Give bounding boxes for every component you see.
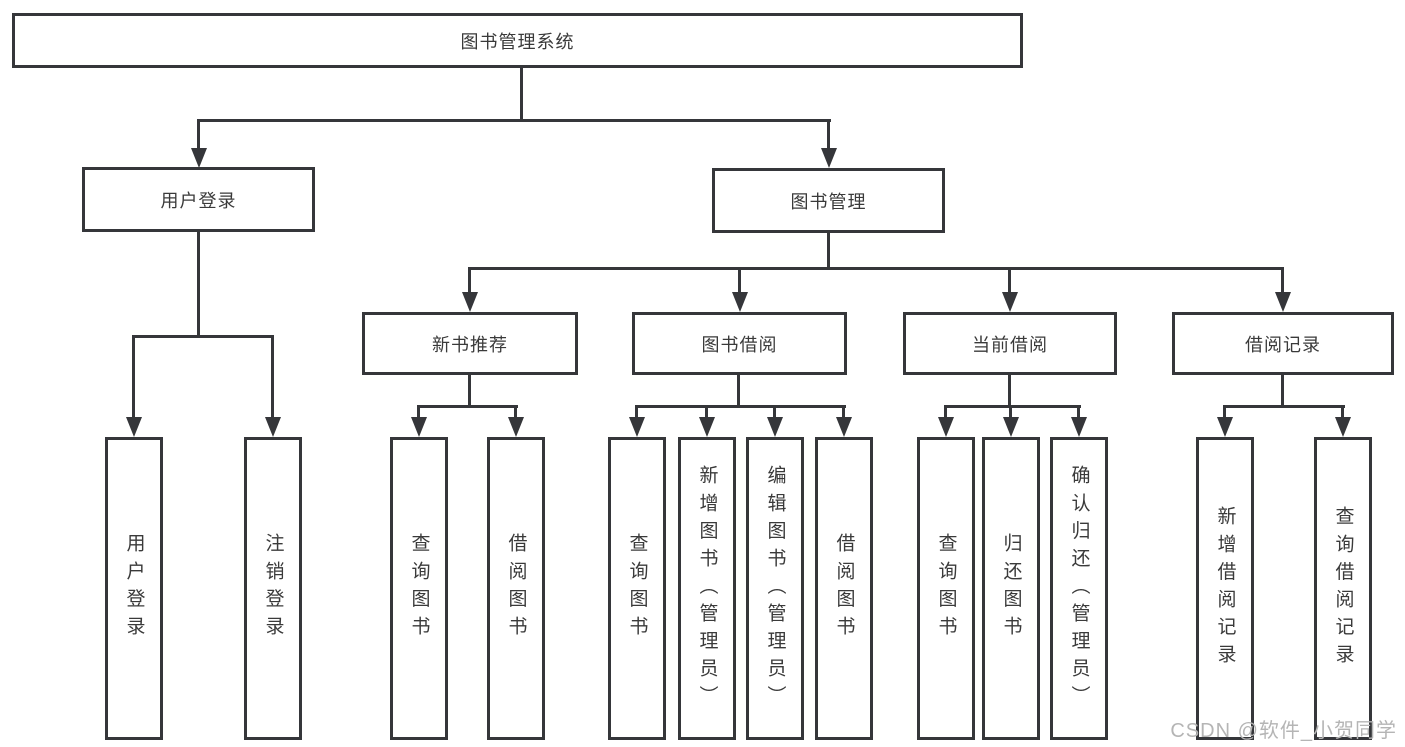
node-user-login: 用户登录 (82, 167, 315, 232)
arrowhead-book-mgmt (821, 148, 837, 168)
arrowhead-br-add (1217, 417, 1233, 437)
arrowhead-current (1002, 292, 1018, 312)
arrowhead-cb-query (938, 417, 954, 437)
node-user-login-label: 用户登录 (160, 190, 237, 211)
arrowhead-cb-confirm (1071, 417, 1087, 437)
connector-stub-br-query (1341, 405, 1344, 419)
connector-current-drop (1008, 375, 1011, 408)
arrowhead-bb-add (699, 417, 715, 437)
connector-stub-cb-return (1009, 405, 1012, 419)
leaf-cb-query-book: 查询图书 (917, 437, 975, 740)
node-book-mgmt-label: 图书管理 (790, 191, 867, 212)
leaf-cb-confirm-return-label: 确认归还（管理员） (1068, 464, 1090, 713)
leaf-user-login: 用户登录 (105, 437, 163, 740)
connector-stub-bb-borrow (842, 405, 845, 419)
connector-stub-borrow (738, 267, 741, 293)
connector-stub-leaf-login (132, 335, 135, 419)
connector-stub-br-add (1223, 405, 1226, 419)
leaf-logout: 注销登录 (244, 437, 302, 740)
connector-record-rail (1223, 405, 1345, 408)
leaf-bb-edit-book-label: 编辑图书（管理员） (764, 464, 786, 713)
arrowhead-leaf-login (126, 417, 142, 437)
leaf-bb-query-book-label: 查询图书 (626, 533, 648, 644)
leaf-bb-edit-book: 编辑图书（管理员） (746, 437, 804, 740)
node-new-book-rec-label: 新书推荐 (432, 334, 508, 355)
node-current-borrow: 当前借阅 (903, 312, 1117, 375)
node-new-book-rec: 新书推荐 (362, 312, 578, 375)
node-borrow-record-label: 借阅记录 (1245, 334, 1321, 355)
leaf-cb-query-book-label: 查询图书 (935, 533, 957, 644)
arrowhead-nb-borrow (508, 417, 524, 437)
connector-new-book-rail (417, 405, 518, 408)
leaf-bb-borrow-book-label: 借阅图书 (833, 533, 855, 644)
leaf-nb-borrow-book: 借阅图书 (487, 437, 545, 740)
leaf-bb-query-book: 查询图书 (608, 437, 666, 740)
connector-stub-bb-edit (773, 405, 776, 419)
connector-book-borrow-rail (635, 405, 846, 408)
arrowhead-leaf-logout (265, 417, 281, 437)
arrowhead-cb-return (1003, 417, 1019, 437)
arrowhead-new-book (462, 292, 478, 312)
leaf-bb-add-book-label: 新增图书（管理员） (696, 464, 718, 713)
arrowhead-user-login (191, 148, 207, 168)
connector-new-book-drop (468, 375, 471, 408)
node-root: 图书管理系统 (12, 13, 1023, 68)
connector-stub-bb-query (635, 405, 638, 419)
leaf-br-add-record-label: 新增借阅记录 (1214, 505, 1236, 672)
leaf-nb-borrow-book-label: 借阅图书 (505, 533, 527, 644)
connector-stub-nb-query (417, 405, 420, 419)
node-book-mgmt: 图书管理 (712, 168, 945, 233)
connector-stub-record (1281, 267, 1284, 293)
connector-root-drop (520, 68, 523, 122)
connector-current-rail (944, 405, 1081, 408)
arrowhead-br-query (1335, 417, 1351, 437)
connector-record-drop (1281, 375, 1284, 408)
arrowhead-bb-query (629, 417, 645, 437)
connector-user-login-rail (132, 335, 274, 338)
csdn-watermark: CSDN @软件_小贺同学 (1170, 720, 1397, 742)
node-book-borrow-label: 图书借阅 (701, 334, 778, 355)
node-current-borrow-label: 当前借阅 (972, 334, 1048, 355)
leaf-logout-label: 注销登录 (262, 533, 284, 644)
leaf-nb-query-book-label: 查询图书 (408, 533, 430, 644)
leaf-cb-confirm-return: 确认归还（管理员） (1050, 437, 1108, 740)
leaf-br-query-record-label: 查询借阅记录 (1332, 505, 1354, 672)
arrowhead-record (1275, 292, 1291, 312)
connector-book-borrow-drop (737, 375, 740, 408)
leaf-nb-query-book: 查询图书 (390, 437, 448, 740)
node-borrow-record: 借阅记录 (1172, 312, 1394, 375)
connector-stub-leaf-logout (271, 335, 274, 419)
leaf-br-query-record: 查询借阅记录 (1314, 437, 1372, 740)
leaf-user-login-label: 用户登录 (123, 533, 145, 644)
connector-book-mgmt-rail (468, 267, 1282, 270)
leaf-bb-add-book: 新增图书（管理员） (678, 437, 736, 740)
node-book-borrow: 图书借阅 (632, 312, 847, 375)
connector-stub-user-login (197, 119, 200, 150)
leaf-cb-return-book-label: 归还图书 (1000, 533, 1022, 644)
leaf-br-add-record: 新增借阅记录 (1196, 437, 1254, 740)
connector-stub-current (1008, 267, 1011, 293)
connector-stub-nb-borrow (514, 405, 517, 419)
connector-stub-new-book (468, 267, 471, 293)
leaf-bb-borrow-book: 借阅图书 (815, 437, 873, 740)
connector-user-login-drop (197, 232, 200, 338)
arrowhead-borrow (732, 292, 748, 312)
connector-book-mgmt-drop (827, 233, 830, 270)
node-root-label: 图书管理系统 (460, 31, 575, 52)
connector-stub-book-mgmt (827, 119, 830, 150)
connector-stub-cb-query (944, 405, 947, 419)
arrowhead-nb-query (411, 417, 427, 437)
leaf-cb-return-book: 归还图书 (982, 437, 1040, 740)
connector-stub-bb-add (705, 405, 708, 419)
arrowhead-bb-borrow (836, 417, 852, 437)
arrowhead-bb-edit (767, 417, 783, 437)
connector-stub-cb-confirm (1077, 405, 1080, 419)
connector-root-rail (197, 119, 831, 122)
